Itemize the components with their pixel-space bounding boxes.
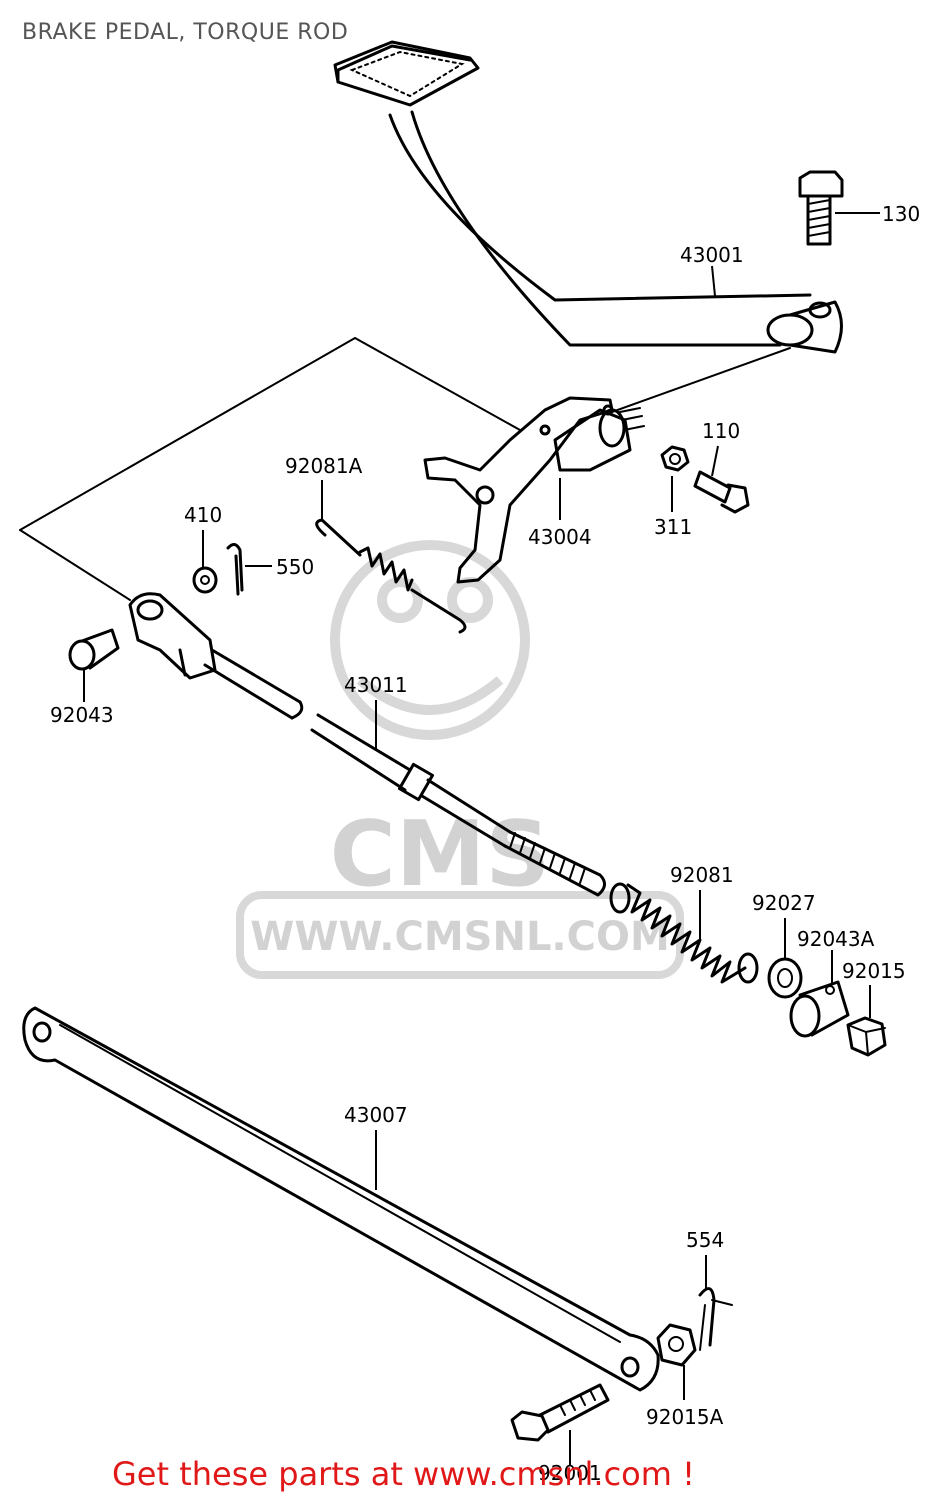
joint-92043A	[789, 980, 850, 1038]
label-92081: 92081	[670, 863, 734, 887]
brake-pedal-43001	[333, 40, 843, 354]
label-43001: 43001	[680, 243, 744, 267]
nut-92015A	[656, 1323, 697, 1367]
label-110: 110	[702, 419, 740, 443]
label-92027: 92027	[752, 891, 816, 915]
cotter-pin-550	[226, 543, 244, 596]
label-43004: 43004	[528, 525, 592, 549]
label-43007: 43007	[344, 1103, 408, 1127]
label-554: 554	[686, 1228, 724, 1252]
washer-410	[192, 566, 218, 594]
label-92043: 92043	[50, 703, 114, 727]
assembly-lines	[19, 337, 791, 601]
label-92015: 92015	[842, 959, 906, 983]
label-92001: 92001	[538, 1461, 602, 1485]
nut-311	[660, 445, 690, 472]
label-410: 410	[184, 503, 222, 527]
bolt-92001	[510, 1383, 610, 1442]
label-92043A: 92043A	[797, 927, 875, 951]
footer-link-text[interactable]: Get these parts at www.cmsnl.com !	[112, 1455, 695, 1493]
leader-lines	[83, 212, 880, 1465]
spring-92081	[609, 882, 759, 984]
label-130: 130	[882, 202, 920, 226]
nut-92015	[846, 1016, 887, 1057]
label-92081A: 92081A	[285, 454, 363, 478]
diagram-title: BRAKE PEDAL, TORQUE ROD	[22, 20, 349, 45]
part-labels: 130 43001 110 311 43004 92081A 410 550 9…	[50, 202, 920, 1485]
collar-92027	[767, 957, 803, 999]
label-550: 550	[276, 555, 314, 579]
torque-link-43007	[22, 1006, 660, 1392]
brake-lever-43004	[423, 396, 645, 584]
cmsnl-watermark: CMS WWW.CMSNL.COM	[236, 540, 684, 979]
watermark-url: WWW.CMSNL.COM	[250, 914, 670, 960]
brake-rod-43011	[203, 648, 606, 897]
label-311: 311	[654, 515, 692, 539]
rod-end-clevis	[128, 592, 217, 680]
spring-92081A	[315, 518, 467, 634]
clip-554	[698, 1287, 733, 1351]
watermark-logo: CMS	[330, 802, 550, 907]
label-92015A: 92015A	[646, 1405, 724, 1429]
clevis-pin-92043	[68, 628, 120, 671]
bolt-110	[693, 470, 750, 514]
label-43011: 43011	[344, 673, 408, 697]
bolt-130	[798, 170, 844, 246]
